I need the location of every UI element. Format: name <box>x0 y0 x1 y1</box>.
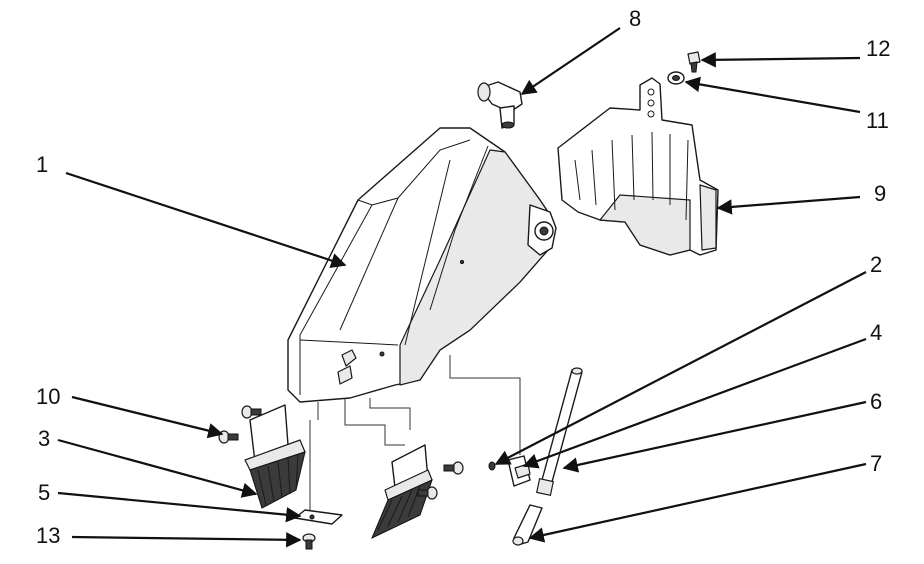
callout-2: 2 <box>870 252 882 277</box>
screw-right-b <box>417 486 438 500</box>
leader-7 <box>528 462 867 543</box>
callout-6: 6 <box>870 389 882 414</box>
leader-9 <box>716 195 861 215</box>
callout-5: 5 <box>38 480 50 505</box>
callout-3: 3 <box>38 426 50 451</box>
assembly-guide-lines <box>309 355 521 510</box>
plate <box>294 509 343 525</box>
screw-top <box>687 51 701 73</box>
leader-2 <box>494 271 867 465</box>
screw-right-a <box>443 461 464 475</box>
callout-1: 1 <box>36 152 48 177</box>
callout-9: 9 <box>874 181 886 206</box>
callout-labels: 1 2 3 4 5 6 7 8 9 10 11 12 13 <box>36 6 890 548</box>
callout-4: 4 <box>870 320 882 345</box>
callout-13: 13 <box>36 523 60 548</box>
tube <box>536 367 583 496</box>
callout-8: 8 <box>629 6 641 31</box>
leader-1 <box>65 171 347 268</box>
left-brush <box>244 404 306 509</box>
elbow-fitting <box>477 81 523 129</box>
leader-3 <box>57 438 258 498</box>
leader-5 <box>57 491 302 523</box>
screw-13 <box>302 533 316 550</box>
callout-10: 10 <box>36 384 60 409</box>
small-fitting <box>488 461 496 471</box>
callout-7: 7 <box>870 451 882 476</box>
leader-10 <box>71 395 224 439</box>
callout-11: 11 <box>866 108 889 133</box>
right-brush <box>371 444 433 540</box>
callout-12: 12 <box>866 36 890 61</box>
screw-10a <box>218 430 239 444</box>
clamp <box>507 455 531 487</box>
washer <box>667 71 685 85</box>
screw-10b <box>241 405 262 419</box>
leader-12 <box>700 52 861 68</box>
leader-lines <box>57 27 867 548</box>
leader-11 <box>684 76 861 114</box>
nozzle <box>512 504 543 546</box>
leader-6 <box>562 400 867 473</box>
leader-4 <box>522 337 867 469</box>
leader-8 <box>520 27 621 95</box>
guard-bracket <box>557 77 719 256</box>
leader-13 <box>71 532 302 548</box>
main-housing <box>287 127 557 403</box>
